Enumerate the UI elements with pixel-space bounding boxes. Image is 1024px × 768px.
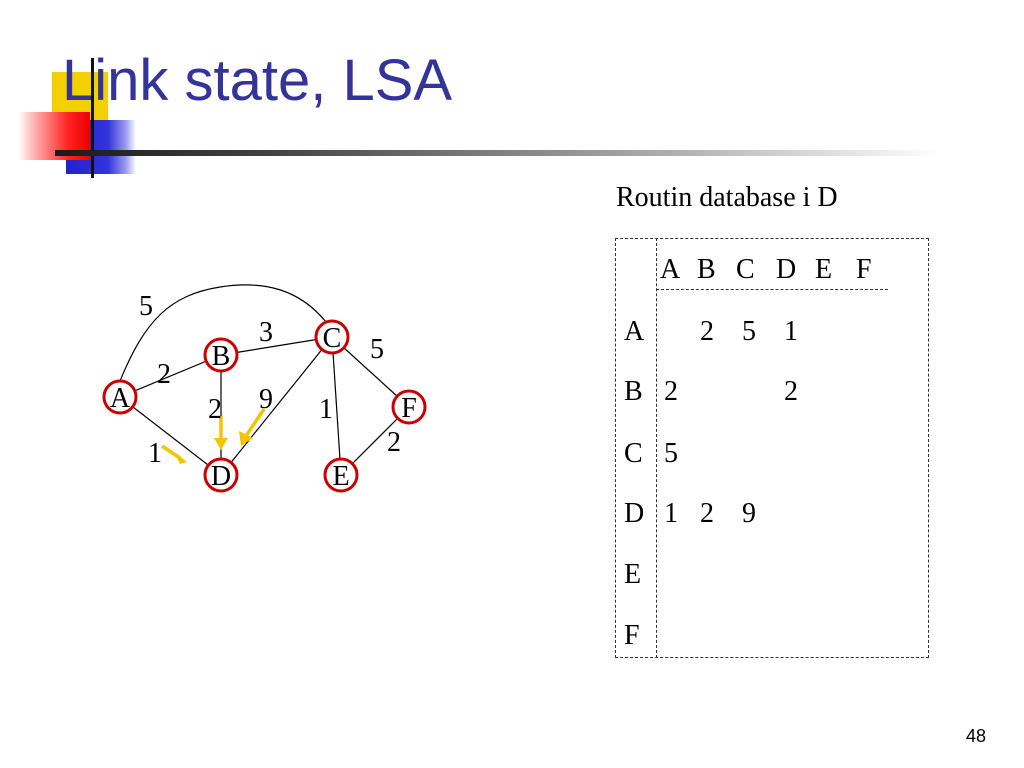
db-cell-d-c: 9 — [742, 498, 756, 529]
edge-weight-C-E: 1 — [319, 394, 333, 425]
db-row-header-d: D — [624, 498, 645, 529]
node-b — [203, 337, 239, 373]
title-underline — [55, 150, 940, 156]
edge-weight-C-D: 9 — [259, 384, 273, 415]
db-column-header-b: B — [697, 254, 716, 285]
db-cell-b-a: 2 — [664, 376, 678, 407]
db-row-header-b: B — [624, 376, 643, 407]
db-row-header-f: F — [624, 620, 640, 651]
node-label-b: B — [212, 341, 231, 372]
lsa-arrow-from-a-head — [174, 452, 187, 464]
graph-edge-weights: 5 2 3 5 2 9 1 1 2 — [139, 291, 401, 469]
decor-vertical-line — [91, 58, 94, 178]
graph-arrows — [161, 408, 266, 464]
node-label-f: F — [401, 393, 417, 424]
db-column-header-a: A — [660, 254, 681, 285]
lsa-arrow-from-b-head — [214, 438, 228, 450]
page-number: 48 — [966, 726, 987, 746]
lsa-arrow-from-c-head — [239, 431, 253, 446]
node-d — [203, 457, 239, 493]
edge-A-C — [119, 284, 327, 382]
node-a — [102, 379, 138, 415]
db-column-header-d: D — [776, 254, 797, 285]
edge-A-D — [119, 396, 222, 476]
db-column-header-e: E — [815, 254, 833, 285]
slide-title: Link state, LSA — [62, 48, 453, 113]
node-c — [314, 319, 350, 355]
database-row-header-divider — [656, 238, 657, 658]
node-label-c: C — [323, 323, 342, 354]
db-cell-d-a: 1 — [664, 498, 678, 529]
graph-nodes: A B C D E F — [102, 319, 427, 493]
edge-weight-A-C: 5 — [139, 291, 153, 322]
edge-A-B — [119, 354, 222, 398]
db-row-header-e: E — [624, 559, 642, 590]
db-cell-d-b: 2 — [700, 498, 714, 529]
edge-weight-A-B: 2 — [157, 359, 171, 390]
db-cell-b-d: 2 — [784, 376, 798, 407]
db-column-header-c: C — [736, 254, 755, 285]
db-row-header-a: A — [624, 316, 645, 347]
database-table — [615, 238, 929, 658]
db-cell-a-c: 5 — [742, 316, 756, 347]
db-column-header-f: F — [856, 254, 872, 285]
database-column-header-divider — [656, 289, 888, 290]
edge-weight-B-D: 2 — [208, 394, 222, 425]
edge-B-C — [220, 336, 333, 356]
edge-weight-C-F: 5 — [370, 334, 384, 365]
edge-C-D — [220, 336, 333, 476]
db-cell-c-a: 5 — [664, 438, 678, 469]
lsa-arrow-from-c — [244, 408, 266, 437]
db-cell-a-d: 1 — [784, 316, 798, 347]
node-label-a: A — [110, 383, 131, 414]
database-caption: Routin database i D — [616, 182, 838, 213]
edge-weight-E-F: 2 — [387, 427, 401, 458]
node-label-e: E — [332, 461, 349, 492]
edge-C-E — [331, 336, 342, 476]
edge-weight-B-C: 3 — [259, 317, 273, 348]
db-cell-a-b: 2 — [700, 316, 714, 347]
node-f — [391, 389, 427, 425]
node-label-d: D — [211, 461, 231, 492]
db-row-header-c: C — [624, 438, 643, 469]
node-e — [323, 457, 359, 493]
edge-weight-A-D: 1 — [148, 438, 162, 469]
